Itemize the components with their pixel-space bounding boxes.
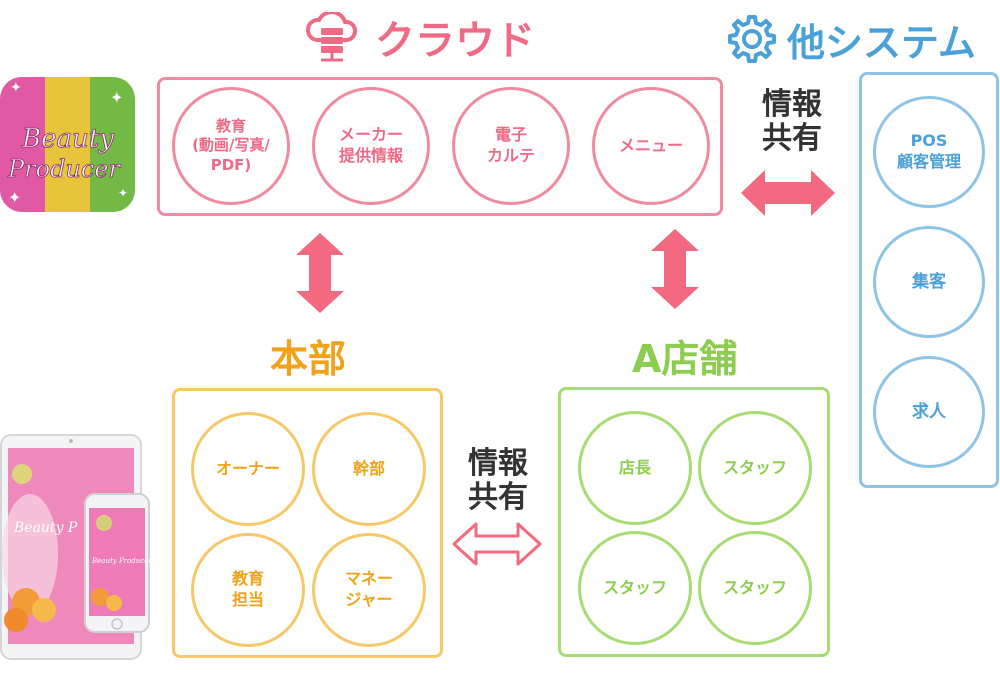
other-system-item-recruit: 求人	[873, 356, 985, 468]
phone-device: Beauty Producer	[84, 493, 152, 633]
logo-line2: Producer	[7, 155, 122, 183]
hq-item-owner: オーナー	[191, 412, 305, 526]
double-arrow-vertical-left	[296, 233, 344, 313]
store-title: A店舗	[632, 337, 738, 381]
cloud-item-education: 教育 (動画/写真/ PDF)	[172, 87, 290, 205]
double-arrow-horizontal-filled	[741, 170, 835, 216]
store-item-staff-2: スタッフ	[578, 531, 692, 645]
hq-title: 本部	[270, 337, 347, 381]
cloud-item-e-chart: 電子 カルテ	[452, 87, 570, 205]
other-system-heading: 他システム	[727, 14, 976, 65]
store-item-staff-1: スタッフ	[698, 411, 812, 525]
cloud-item-maker-info: メーカー 提供情報	[312, 87, 430, 205]
hq-item-manager: マネー ジャー	[312, 533, 426, 647]
svg-text:✦: ✦	[8, 188, 21, 207]
gear-icon	[728, 15, 776, 63]
double-arrow-vertical-right	[651, 229, 699, 309]
hq-item-education-staff: 教育 担当	[191, 533, 305, 647]
share-label-bottom: 情報 共有	[468, 446, 528, 515]
other-system-item-pos: POS 顧客管理	[873, 96, 985, 208]
app-logo: ✦ ✦ ✦ ✦ Beauty Producer	[0, 77, 135, 212]
cloud-title: クラウド	[375, 18, 535, 64]
share-label-top: 情報 共有	[762, 87, 822, 156]
cloud-heading: クラウド	[303, 12, 535, 64]
other-system-item-attract: 集客	[873, 226, 985, 338]
store-item-staff-3: スタッフ	[698, 531, 812, 645]
hq-item-executive: 幹部	[312, 412, 426, 526]
svg-text:✦: ✦	[110, 88, 123, 107]
svg-text:✦: ✦	[10, 80, 22, 96]
logo-line1: Beauty	[21, 124, 114, 154]
other-system-title: 他システム	[787, 20, 976, 65]
double-arrow-horizontal-outline	[452, 522, 542, 566]
cloud-server-icon	[306, 12, 357, 62]
phone-text: Beauty Producer	[91, 557, 150, 565]
svg-text:✦: ✦	[118, 186, 128, 200]
tablet-text: Beauty P	[13, 520, 78, 536]
store-item-manager: 店長	[578, 411, 692, 525]
cloud-item-menu: メニュー	[592, 87, 710, 205]
